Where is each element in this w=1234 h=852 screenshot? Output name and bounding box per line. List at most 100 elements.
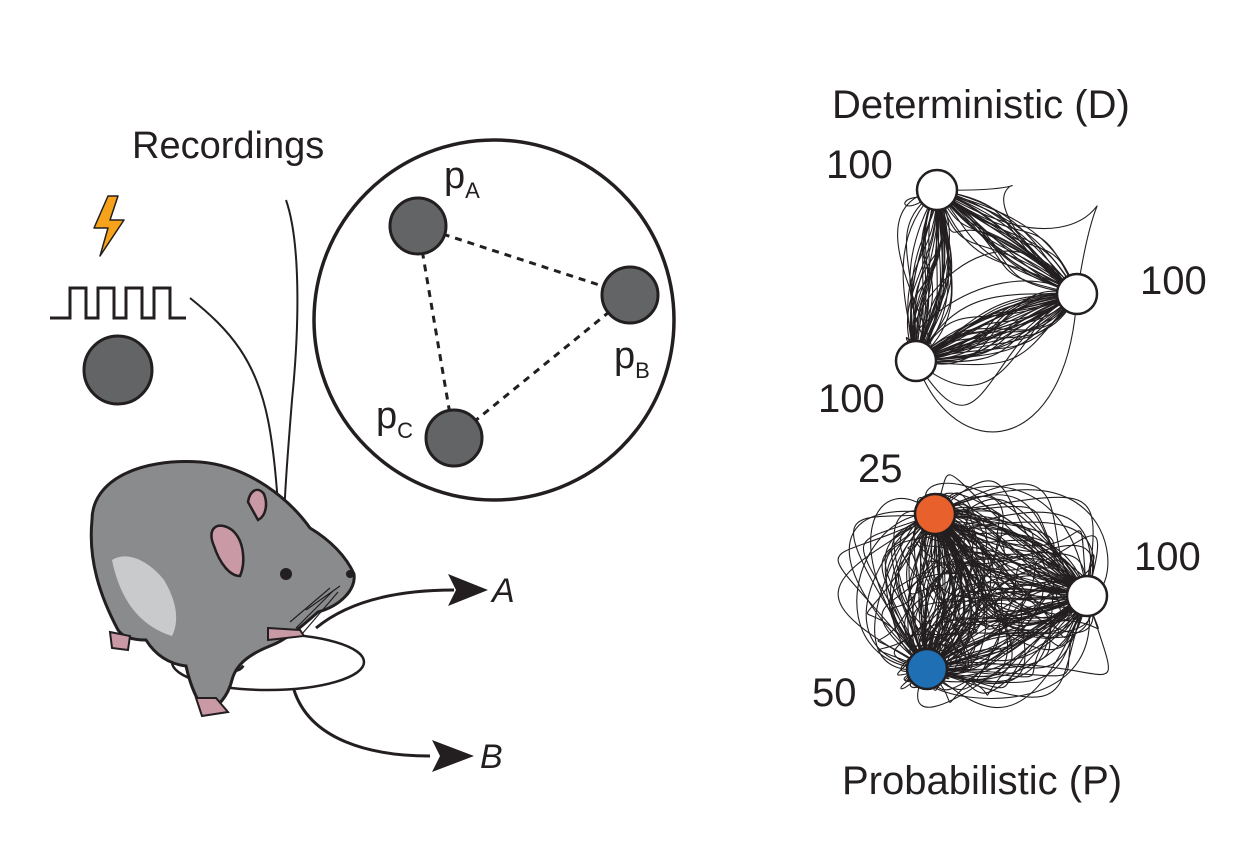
prob-state-node-2 (1065, 574, 1109, 618)
det-value-2: 100 (1140, 259, 1207, 303)
det-trajectory-line (915, 293, 1078, 362)
prob-trajectory-line (926, 595, 1088, 708)
prob-trajectory-line (899, 513, 948, 670)
stimulated-neuron (82, 334, 154, 406)
neuron-b (600, 265, 660, 325)
prob-trajectory-line (848, 510, 936, 670)
det-trajectory-line (936, 189, 1098, 295)
rat-front-paw (267, 626, 306, 642)
det-trajectory-line (936, 189, 1078, 295)
prob-trajectory-line (912, 513, 966, 670)
arrow-to-b-head (432, 740, 474, 772)
neuron-a (388, 196, 448, 256)
prob-trajectory-line (925, 513, 944, 670)
prob-trajectory-line (934, 513, 1088, 612)
prob-trajectory-line (888, 513, 942, 670)
prob-trajectory-line (934, 513, 1088, 597)
det-trajectory-line (936, 189, 1078, 295)
probabilistic-nodes (905, 492, 1109, 691)
prob-trajectory-line (924, 513, 973, 674)
prob-trajectory-line (934, 513, 1088, 621)
rat-hind-foot (194, 697, 230, 718)
det-trajectory-line (915, 293, 1078, 362)
rat-eye (280, 568, 292, 580)
det-trajectory-line (915, 293, 1078, 362)
prob-trajectory-line (926, 495, 1004, 670)
recording-wire-2 (283, 199, 299, 529)
rat-illustration (89, 460, 356, 718)
rat-body (89, 460, 356, 714)
prob-trajectory-line (934, 492, 1088, 597)
stimulation-bolt-icon (93, 195, 125, 257)
prob-trajectory-line (926, 595, 1109, 676)
prob-trajectory-line (926, 595, 1088, 670)
prob-value-2: 100 (1134, 535, 1201, 579)
prob-trajectory-line (934, 513, 1088, 622)
prob-value-1: 25 (858, 447, 903, 491)
det-trajectory-line (915, 293, 1078, 366)
det-trajectory-line (936, 189, 1078, 295)
prob-trajectory-line (934, 496, 1094, 597)
rat-back-ear (246, 488, 268, 522)
det-trajectory-line (936, 189, 1078, 295)
neuron-c (424, 408, 484, 468)
prob-trajectory-line (934, 513, 1088, 597)
right-panel: Deterministic (D) 100 100 100 25 100 50 … (812, 83, 1207, 803)
edge-b-c (453, 293, 631, 440)
prob-trajectory-line (934, 513, 1088, 597)
neuron-c-label: pC (376, 395, 413, 443)
probabilistic-title: Probabilistic (P) (842, 759, 1122, 803)
det-trajectory-line (915, 293, 1078, 363)
prob-trajectory-line (837, 513, 936, 670)
det-state-node-1 (915, 168, 959, 212)
prob-trajectory-line (866, 513, 936, 670)
choice-b-label: B (480, 738, 503, 776)
prob-trajectory-line (926, 595, 1088, 678)
rat-rear-paw (108, 630, 132, 652)
prob-trajectory-line (908, 513, 945, 670)
det-trajectory-line (915, 189, 950, 362)
neuron-b-label: pB (614, 335, 650, 383)
det-trajectory-line (936, 184, 1078, 295)
det-trajectory-line (907, 189, 938, 362)
det-trajectory-line (915, 292, 1078, 362)
prob-trajectory-line (934, 513, 1099, 597)
prob-trajectory-line (918, 563, 1088, 670)
det-value-1: 100 (826, 143, 893, 187)
prob-trajectory-line (934, 513, 1088, 612)
prob-trajectory-line (926, 595, 1088, 689)
det-state-node-2 (1055, 272, 1099, 316)
prob-trajectory-line (881, 513, 936, 670)
det-trajectory-line (909, 189, 942, 362)
det-state-node-3 (894, 339, 938, 383)
probabilistic-trajectories (837, 474, 1109, 708)
left-panel: Recordings pA pB pC C (50, 125, 676, 776)
prob-trajectory-line (934, 474, 1088, 597)
prob-state-node-1 (913, 492, 957, 536)
prob-trajectory-line (856, 513, 936, 670)
prob-trajectory-line (934, 513, 1088, 597)
arrow-to-b (292, 689, 431, 758)
rat-ear (210, 524, 245, 578)
prob-trajectory-line (907, 513, 936, 670)
det-value-3: 100 (818, 377, 885, 421)
prob-trajectory-line (878, 513, 940, 670)
prob-trajectory-line (930, 513, 1088, 600)
det-trajectory-line (914, 189, 938, 362)
det-trajectory-line (905, 189, 938, 362)
prob-trajectory-line (926, 595, 1088, 677)
edge-a-b (417, 224, 631, 297)
network-zoom: pA pB pC (312, 138, 676, 502)
recordings-label: Recordings (132, 125, 324, 167)
prob-trajectory-line (881, 513, 937, 670)
prob-trajectory-line (926, 504, 969, 670)
prob-trajectory-line (934, 513, 1091, 639)
rat-belly (112, 556, 177, 636)
prob-trajectory-line (926, 595, 1088, 670)
arrow-to-a-head (448, 574, 488, 606)
det-trajectory-line (936, 189, 1078, 295)
prob-trajectory-line (926, 595, 1088, 670)
deterministic-nodes (894, 168, 1099, 383)
